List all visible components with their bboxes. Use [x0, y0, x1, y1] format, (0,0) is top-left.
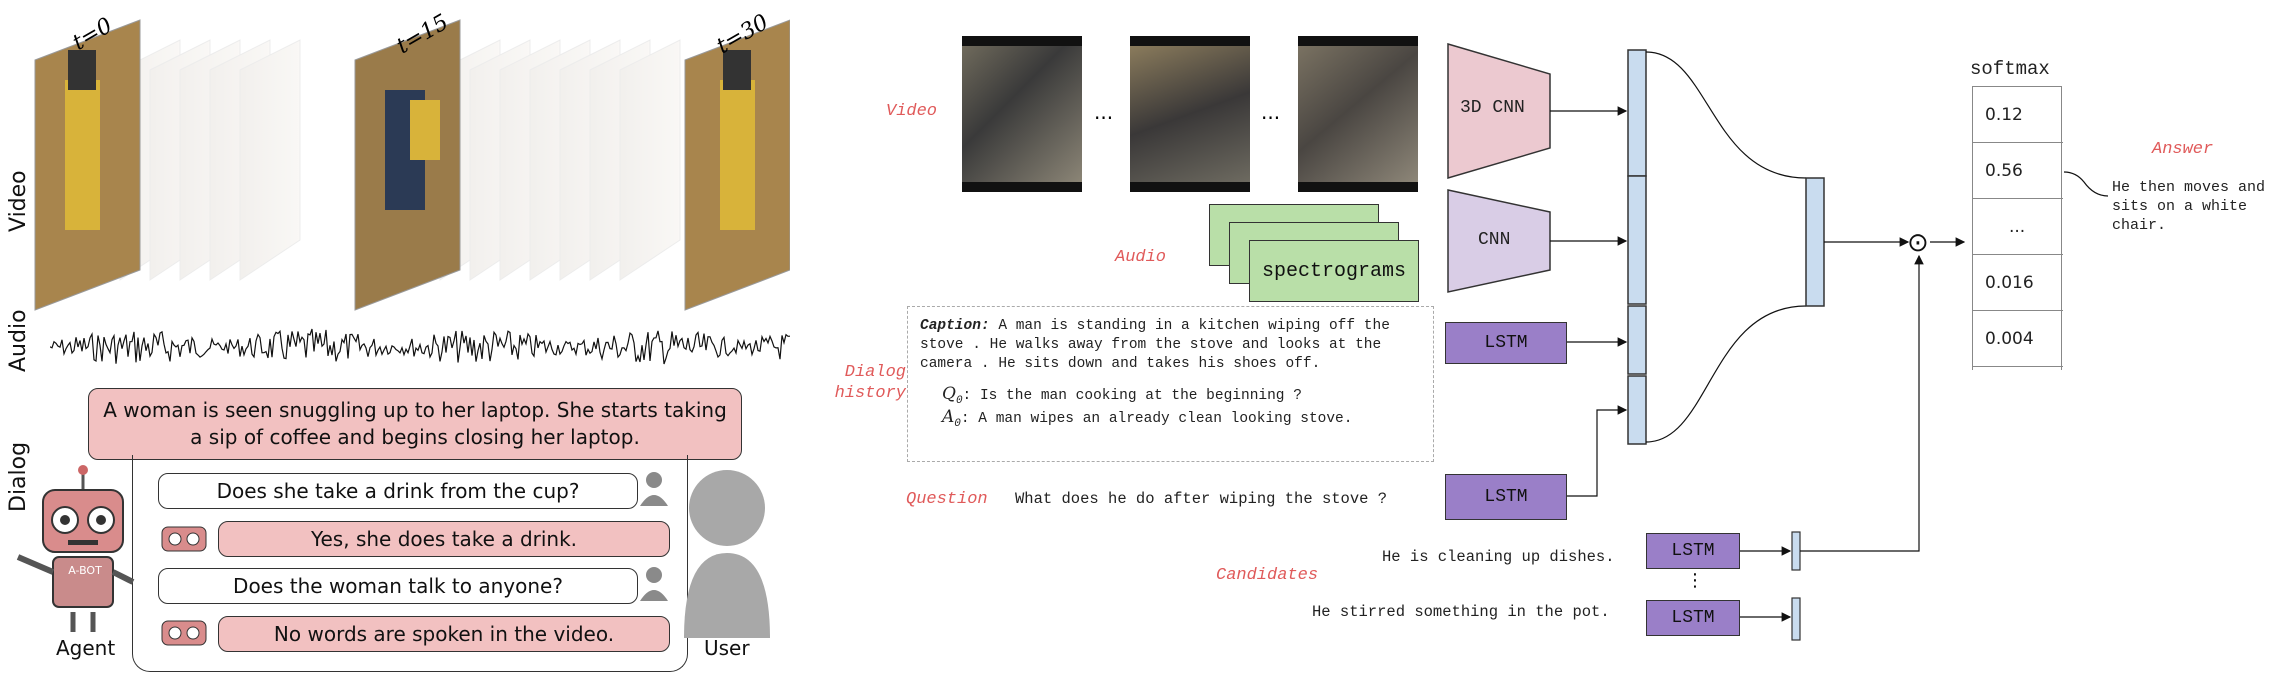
video-thumbnail-3: [1298, 36, 1418, 192]
user-icon: [684, 470, 770, 638]
dialog-answer-2: No words are spoken in the video.: [218, 616, 670, 652]
qa-history-a: A0: A man wipes an already clean looking…: [942, 407, 1421, 430]
video-frame-stack: [30, 10, 791, 320]
lstm-question: LSTM: [1445, 474, 1567, 520]
dialog-history-box: Caption: A man is standing in a kitchen …: [907, 306, 1434, 462]
dialog-answer-1: Yes, she does take a drink.: [218, 521, 670, 557]
qa-q-sub: 0: [955, 394, 963, 407]
softmax-table: 0.12 0.56 ... 0.016 0.004: [1972, 86, 2063, 370]
softmax-cell: ...: [1973, 199, 2063, 255]
caption-bubble: A woman is seen snuggling up to her lapt…: [88, 388, 742, 460]
label-audio: Audio: [1115, 248, 1167, 267]
fused-feature-bar: [1805, 177, 1825, 307]
lstm-history-label: LSTM: [1484, 333, 1528, 353]
label-dialog-history: Dialog history: [834, 363, 906, 403]
qa-a-tag: A: [942, 406, 955, 427]
softmax-cell: 0.004: [1973, 311, 2063, 367]
feature-bar-audio: [1627, 175, 1647, 305]
lstm-history: LSTM: [1445, 322, 1567, 364]
user-mini-icon: [640, 567, 668, 601]
qa-q-tag: Q: [942, 384, 956, 404]
dialog-question-1-text: Does she take a drink from the cup?: [216, 479, 580, 503]
agent-label: Agent: [56, 636, 116, 660]
audio-waveform: [50, 328, 790, 365]
label-candidates: Candidates: [1216, 566, 1319, 585]
dialog-answer-1-text: Yes, she does take a drink.: [310, 527, 578, 551]
caption-label: Caption:: [920, 318, 990, 334]
architecture-diagram: [1447, 42, 2109, 641]
candidate-2-embedding: [1791, 597, 1801, 641]
user-label: User: [704, 636, 750, 660]
label-question: Question: [906, 490, 988, 509]
lstm-candidate-2-label: LSTM: [1671, 608, 1715, 628]
caption-paragraph: Caption: A man is standing in a kitchen …: [920, 317, 1421, 374]
spectrograms-label: spectrograms: [1261, 259, 1407, 283]
user-mini-icon: [640, 472, 668, 506]
candidate-1-embedding: [1791, 531, 1801, 571]
dialog-question-1: Does she take a drink from the cup?: [158, 473, 638, 509]
softmax-cell: 0.56: [1973, 143, 2063, 199]
ellipsis-2: ...: [1261, 100, 1281, 124]
cnn-encoder: [1447, 189, 1551, 293]
qa-history-q: Q0: Is the man cooking at the beginning …: [942, 384, 1421, 407]
dialog-question-2-text: Does the woman talk to anyone?: [233, 574, 563, 598]
candidates-vertical-ellipsis: ⋮: [1686, 570, 1704, 591]
video-frames-illustration: [34, 19, 791, 311]
dialog-question-2: Does the woman talk to anyone?: [158, 568, 638, 604]
label-answer: Answer: [2152, 140, 2214, 159]
softmax-title: softmax: [1970, 58, 2050, 80]
dialog-container: [132, 455, 688, 672]
qa-a-text: : A man wipes an already clean looking s…: [960, 410, 1353, 427]
qa-q-text: : Is the man cooking at the beginning ?: [962, 388, 1302, 404]
feature-bar-question: [1627, 375, 1647, 445]
feature-bar-history: [1627, 305, 1647, 375]
caption-text: A man is standing in a kitchen wiping of…: [920, 318, 1390, 372]
agent-robot-icon: [16, 465, 135, 632]
caption-bubble-text: A woman is seen snuggling up to her lapt…: [103, 398, 727, 449]
softmax-cell: 0.12: [1973, 87, 2063, 143]
feature-bar-video: [1627, 49, 1647, 177]
dot-product-symbol: ⊙: [1907, 228, 1929, 258]
row-label-audio: Audio: [6, 309, 31, 372]
left-panel: Video Audio Dialog: [0, 0, 800, 679]
candidate-1-text: He is cleaning up dishes.: [1382, 548, 1615, 566]
robot-mini-icon: [161, 526, 207, 552]
ellipsis-1: ...: [1094, 100, 1114, 124]
answer-text: He then moves and sits on a white chair.: [2112, 179, 2266, 234]
qa-a-sub: 0: [954, 417, 961, 430]
lstm-candidate-1-label: LSTM: [1671, 541, 1715, 561]
candidate-2-text: He stirred something in the pot.: [1312, 603, 1610, 621]
cnn3d-encoder: [1447, 42, 1551, 180]
cnn3d-label: 3D CNN: [1460, 98, 1525, 118]
softmax-cell: 0.016: [1973, 255, 2063, 311]
dialog-answer-2-text: No words are spoken in the video.: [273, 622, 615, 646]
row-label-video: Video: [6, 170, 31, 232]
robot-mini-icon: [161, 620, 207, 646]
lstm-question-label: LSTM: [1484, 487, 1528, 507]
label-video: Video: [886, 102, 938, 121]
video-thumbnail-2: [1130, 36, 1250, 192]
lstm-candidate-1: LSTM: [1646, 533, 1740, 569]
lstm-candidate-2: LSTM: [1646, 600, 1740, 636]
cnn-label: CNN: [1478, 230, 1511, 250]
question-text: What does he do after wiping the stove ?: [1015, 490, 1388, 508]
right-panel: Video Audio Dialog history Question Cand…: [810, 0, 2290, 679]
spectrograms-box: spectrograms: [1249, 240, 1419, 302]
robot-badge: A-BOT: [68, 564, 102, 577]
video-thumbnail-1: [962, 36, 1082, 192]
